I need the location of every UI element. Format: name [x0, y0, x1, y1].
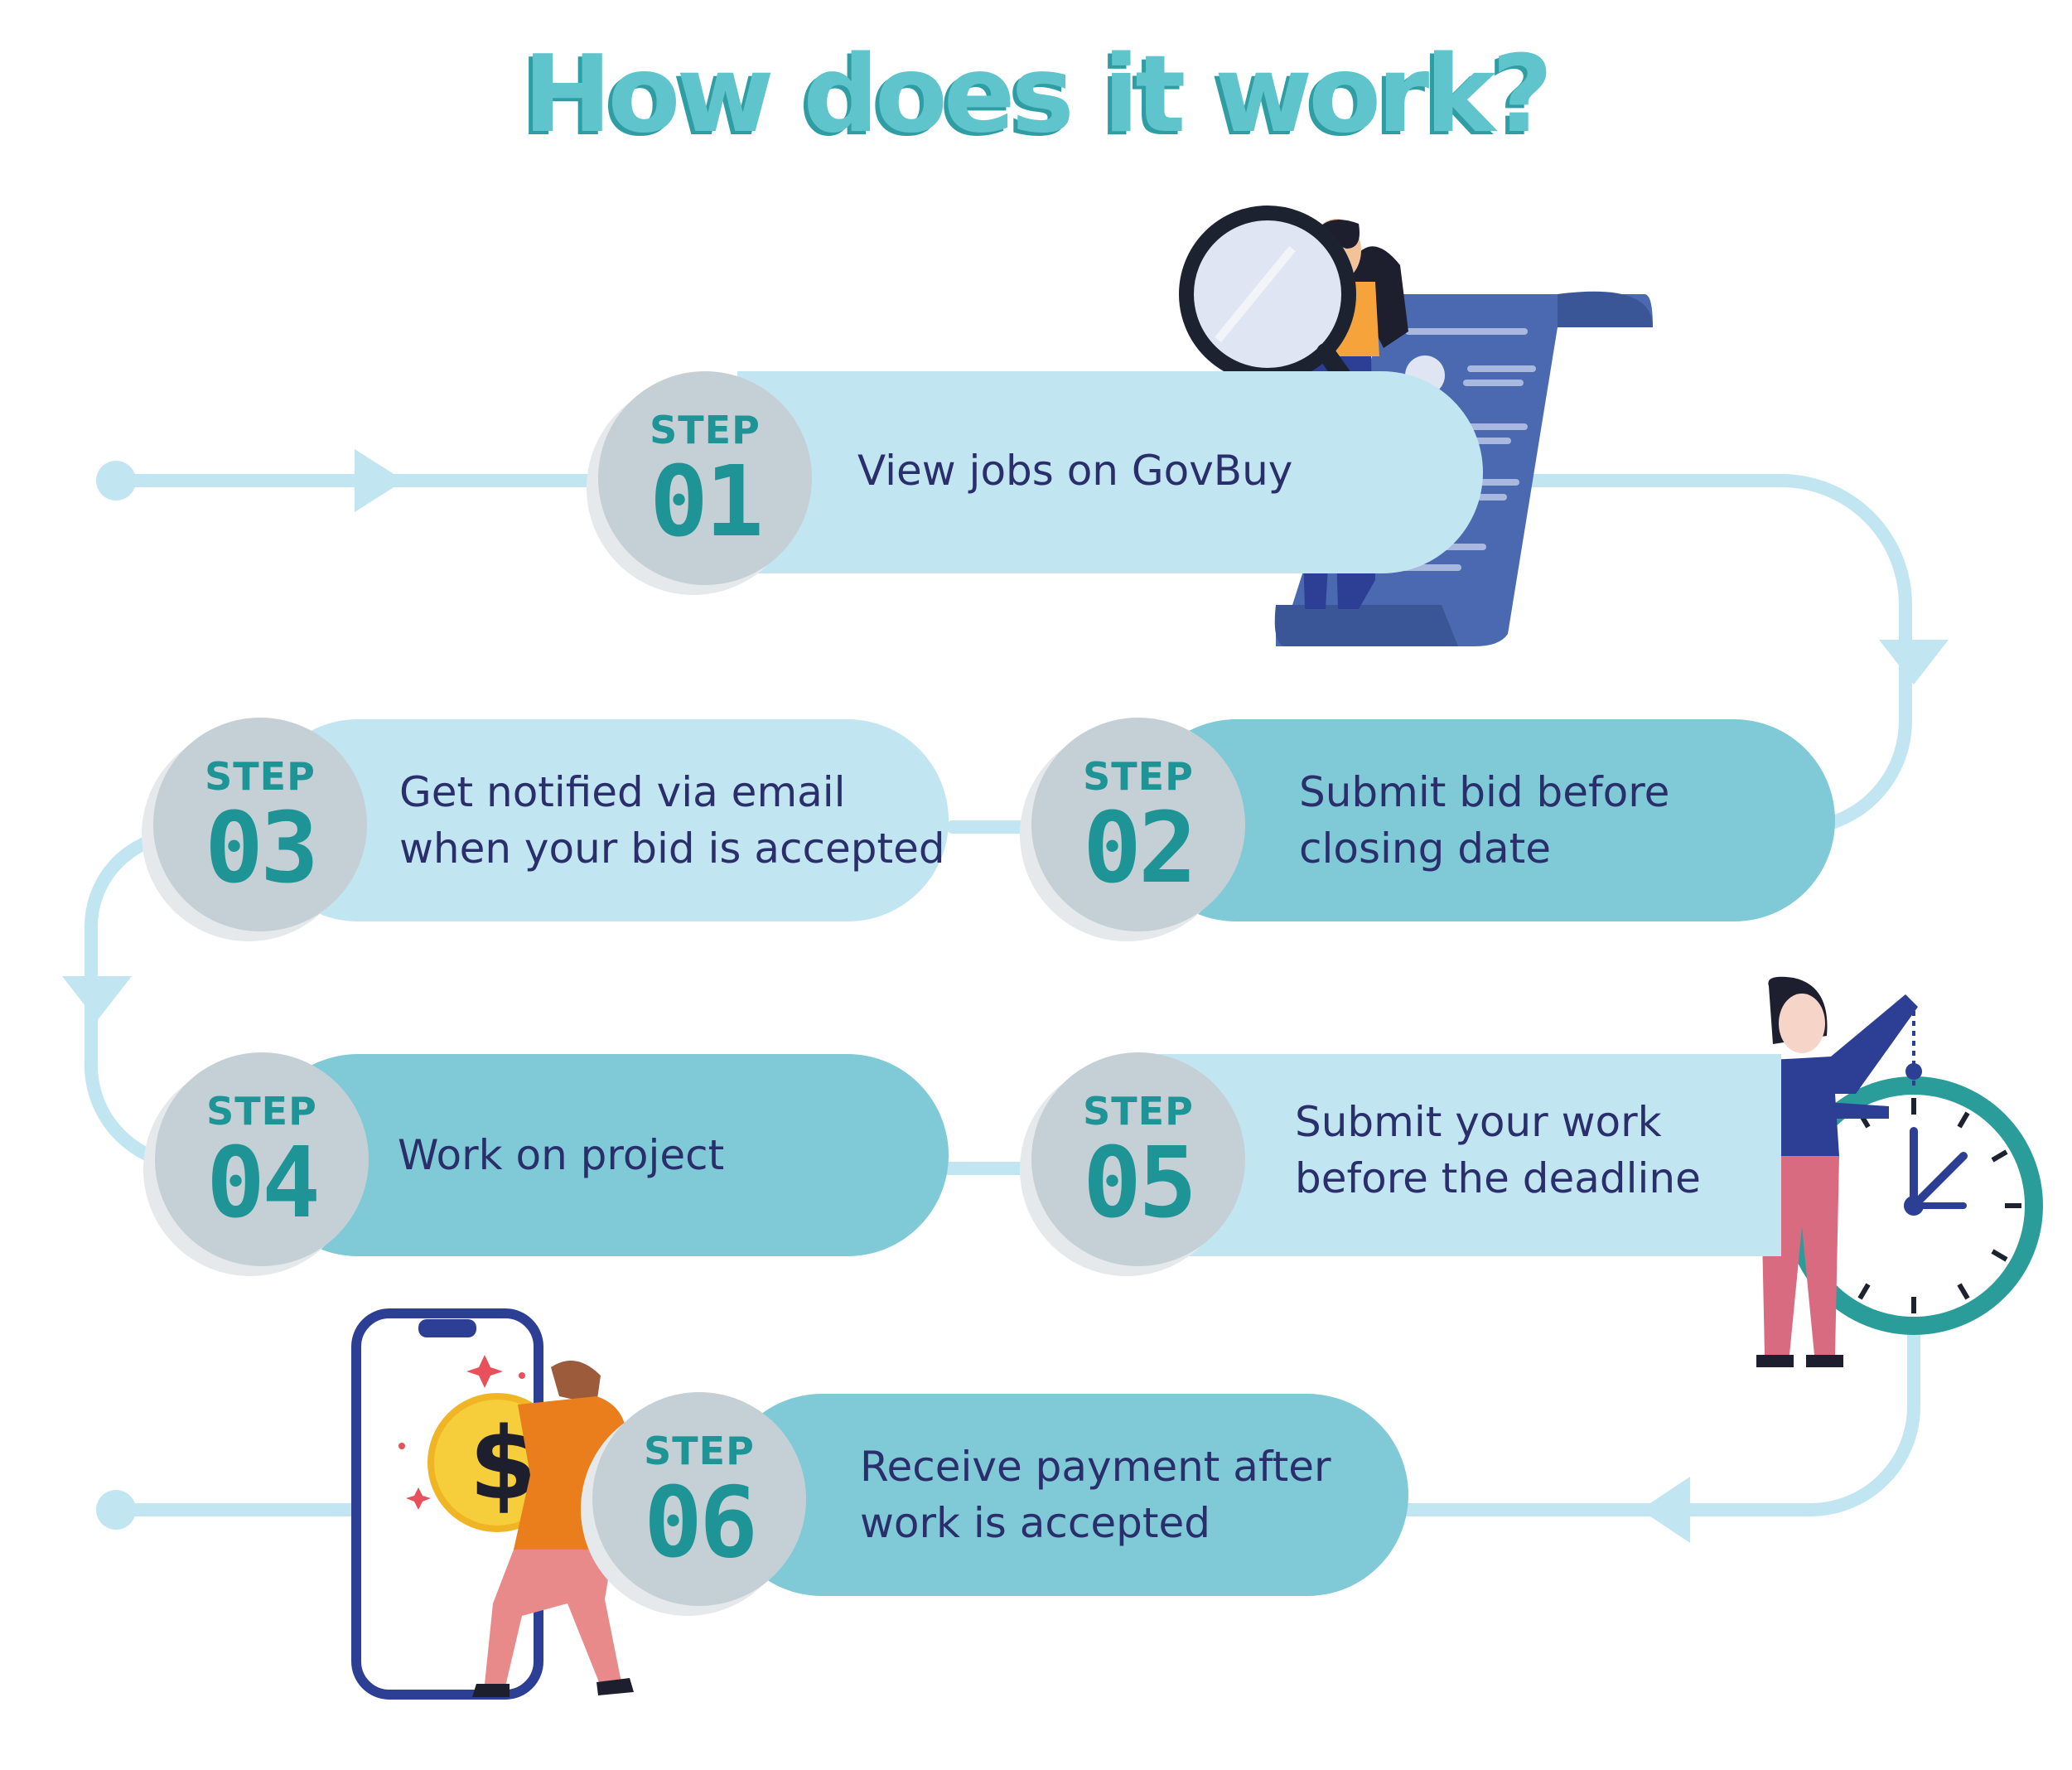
step-label: STEP: [205, 754, 316, 799]
step-03-description: Get notified via email when your bid is …: [399, 764, 945, 877]
step-01-description: View jobs on GovBuy: [857, 442, 1292, 499]
step-number: 06: [643, 1465, 758, 1579]
step-number: 05: [1082, 1125, 1197, 1240]
arrow-right-icon: [355, 449, 404, 512]
step-03-pill: [257, 719, 949, 921]
step-02-description: Submit bid before closing date: [1299, 764, 1669, 877]
step-06-pill: [721, 1394, 1408, 1596]
step-label: STEP: [650, 408, 761, 452]
step-05-description: Submit your work before the deadline: [1295, 1094, 1701, 1207]
step-description-line: Get notified via email: [399, 768, 846, 816]
arrow-down-icon: [62, 976, 132, 1021]
step-01-badge: STEP 01: [598, 371, 812, 585]
step-description-line: closing date: [1299, 825, 1551, 873]
arrow-left-icon: [1640, 1477, 1690, 1543]
step-01-pill: [737, 371, 1483, 573]
step-label: STEP: [206, 1089, 317, 1134]
step-number: 04: [205, 1125, 321, 1240]
step-label: STEP: [1083, 754, 1194, 799]
flow-start-dot: [96, 461, 136, 501]
step-05-badge: STEP 05: [1031, 1052, 1245, 1266]
step-03-badge: STEP 03: [153, 718, 367, 931]
arrow-down-icon: [1879, 640, 1949, 684]
step-04-badge: STEP 04: [155, 1052, 369, 1266]
step-description-line: when your bid is accepted: [399, 825, 945, 873]
step-02-badge: STEP 02: [1031, 718, 1245, 931]
step-description-line: work is accepted: [860, 1499, 1210, 1547]
page-title: How does it work?: [523, 33, 1553, 157]
step-number: 03: [204, 791, 319, 905]
step-description-line: Receive payment after: [860, 1443, 1331, 1491]
step-description-line: Submit bid before: [1299, 768, 1670, 816]
step-04-description: Work on project: [398, 1127, 724, 1183]
step-label: STEP: [1083, 1089, 1194, 1134]
step-label: STEP: [644, 1429, 755, 1473]
step-description-line: Submit your work: [1295, 1098, 1662, 1146]
step-02-pill: [1135, 719, 1835, 921]
woman-clock-illustration: [1756, 976, 2043, 1367]
step-06-description: Receive payment after work is accepted: [860, 1439, 1331, 1551]
step-description-line: before the deadline: [1295, 1154, 1701, 1202]
flow-end-dot: [96, 1490, 136, 1530]
step-description-line: Work on project: [398, 1131, 725, 1179]
step-06-badge: STEP 06: [592, 1392, 806, 1606]
step-number: 02: [1082, 791, 1197, 905]
flow-connector-path: [84, 474, 1920, 1516]
step-04-pill: [257, 1054, 949, 1256]
step-number: 01: [649, 444, 764, 559]
step-description-line: View jobs on GovBuy: [857, 447, 1293, 495]
